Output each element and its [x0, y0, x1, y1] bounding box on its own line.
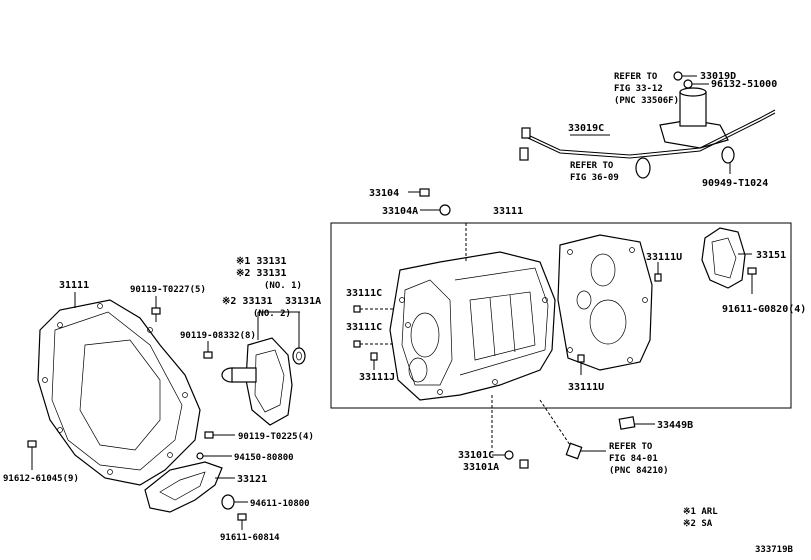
label-33131a: 33131A: [285, 296, 321, 307]
bolt-91611-g0820: [747, 267, 757, 294]
label-33449b: 33449B: [657, 420, 693, 431]
pin-33111j: [370, 352, 378, 361]
pin-33111u-top: [654, 273, 662, 282]
label-33019d: 33019D: [700, 71, 736, 82]
nut-33019d: [673, 71, 683, 81]
label-33111j: 33111J: [359, 372, 395, 383]
label-94611: 94611-10800: [250, 499, 310, 509]
refer-bot-3: (PNC 84210): [609, 466, 669, 476]
retainer-33131-part: [221, 311, 300, 426]
diagram-id: 333719B: [755, 545, 794, 555]
bolt-33104: [408, 188, 430, 197]
cover-33121-part: [144, 461, 235, 513]
plug-33111c: [353, 305, 395, 348]
label-91612: 91612-61045(9): [3, 474, 79, 484]
refer-top-3: (PNC 33506F): [614, 96, 679, 106]
grommet-part: [635, 157, 651, 179]
label-33101c: 33101C: [458, 450, 494, 461]
cover-33151-part: [701, 227, 752, 289]
pin-33111u-bot: [577, 354, 585, 363]
refer-bot-2: FIG 84-01: [609, 454, 658, 464]
label-33111u-top: 33111U: [646, 252, 682, 263]
clip-90949-t1024: [721, 146, 735, 174]
plug-33101a: [519, 459, 529, 469]
sensor-part: [539, 399, 606, 460]
label-91611-g0820: 91611-G0820(4): [722, 304, 806, 315]
washer-94611: [221, 494, 248, 510]
label-96132: 96132-51000: [711, 79, 777, 90]
label-s1-33131: ※1 33131: [236, 256, 287, 267]
refer-mid-2: FIG 36-09: [570, 173, 619, 183]
label-33019c: 33019C: [568, 123, 604, 134]
pin-94150: [196, 452, 232, 460]
label-s2-33131-b: ※2 33131: [222, 296, 273, 307]
label-33111c-2: 33111C: [346, 322, 382, 333]
bolt-90119-08332: [203, 341, 213, 359]
case-group-frame: [330, 222, 792, 409]
bolt-91612-61045: [27, 440, 37, 470]
shift-lever-part: [519, 87, 776, 161]
refer-mid-1: REFER TO: [570, 161, 614, 171]
label-33111: 33111: [493, 206, 523, 217]
label-31111: 31111: [59, 280, 89, 291]
label-33104a: 33104A: [382, 206, 418, 217]
legend-2: ※2 SA: [683, 519, 713, 529]
washer-96132: [683, 79, 693, 89]
clip-33449b: [618, 416, 655, 430]
label-33104: 33104: [369, 188, 399, 199]
label-33101a: 33101A: [463, 462, 499, 473]
oil-seal-33131a: [292, 312, 306, 365]
bolt-91611-60814: [237, 513, 247, 530]
washer-33104a: [420, 204, 451, 216]
label-90119-08332: 90119-08332(8): [180, 331, 256, 341]
label-91611-60814: 91611-60814: [220, 533, 280, 543]
bolt-90119-t0227: [151, 296, 161, 322]
legend-1: ※1 ARL: [683, 507, 718, 517]
label-94150: 94150-80800: [234, 453, 294, 463]
washer-33101c: [504, 450, 514, 460]
label-33121: 33121: [237, 474, 267, 485]
label-90949: 90949-T1024: [702, 178, 768, 189]
label-33111u-bot: 33111U: [568, 382, 604, 393]
label-no2: (NO. 2): [253, 309, 291, 319]
label-90119-t0225: 90119-T0225(4): [238, 432, 314, 442]
refer-top-1: REFER TO: [614, 72, 658, 82]
label-90119-t0227: 90119-T0227(5): [130, 285, 206, 295]
extension-housing-part: [557, 234, 653, 371]
label-33151: 33151: [756, 250, 786, 261]
refer-top-2: FIG 33-12: [614, 84, 663, 94]
transmission-case-part: [389, 251, 556, 401]
clutch-housing-part: [37, 299, 201, 486]
label-s2-33131: ※2 33131: [236, 268, 287, 279]
bolt-90119-t0225: [204, 431, 235, 439]
label-no1: (NO. 1): [264, 281, 302, 291]
refer-bot-1: REFER TO: [609, 442, 653, 452]
label-33111c-1: 33111C: [346, 288, 382, 299]
